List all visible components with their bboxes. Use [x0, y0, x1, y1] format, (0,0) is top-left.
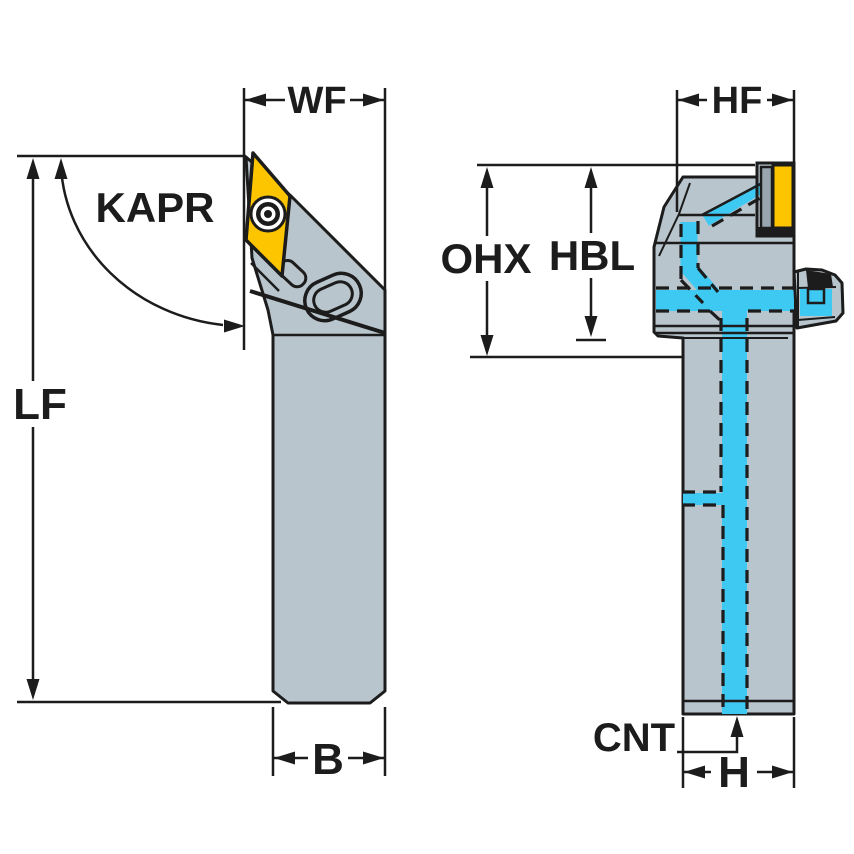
- right-view: OHX HBL HF CNT: [440, 80, 845, 797]
- dim-label-h: H: [718, 748, 750, 797]
- dim-hf: HF: [675, 80, 796, 212]
- dim-kapr: KAPR: [54, 158, 245, 333]
- seat-edge: [250, 262, 280, 292]
- insert-clamp-bar: [759, 165, 774, 230]
- dim-label-b: B: [312, 735, 344, 784]
- dim-cnt: CNT: [593, 716, 744, 760]
- dim-h: H: [681, 717, 796, 797]
- insert-front: [755, 161, 796, 238]
- tool-body-top-view: [244, 155, 387, 705]
- dim-label-wf: WF: [287, 80, 346, 122]
- left-view: LF KAPR WF B: [13, 80, 387, 784]
- dim-ohx: OHX: [440, 163, 755, 359]
- dim-lf: LF: [13, 158, 67, 700]
- clamp-face-edge: [249, 289, 386, 335]
- dim-hbl: HBL: [549, 167, 635, 342]
- dim-label-ohx: OHX: [440, 235, 531, 282]
- dim-label-hbl: HBL: [549, 232, 635, 279]
- coolant-channel-dashes: [656, 177, 794, 712]
- front-view-facets: [654, 182, 794, 703]
- dim-label-hf: HF: [712, 80, 763, 122]
- insert-screw-icon: [249, 195, 287, 233]
- dim-b: B: [271, 707, 387, 784]
- clamp-obround: [303, 271, 363, 323]
- dim-label-kapr: KAPR: [95, 184, 214, 231]
- dim-label-lf: LF: [13, 380, 67, 429]
- dim-label-cnt: CNT: [593, 716, 675, 760]
- coolant-nozzle: [792, 267, 845, 330]
- dim-wf: WF: [242, 80, 387, 350]
